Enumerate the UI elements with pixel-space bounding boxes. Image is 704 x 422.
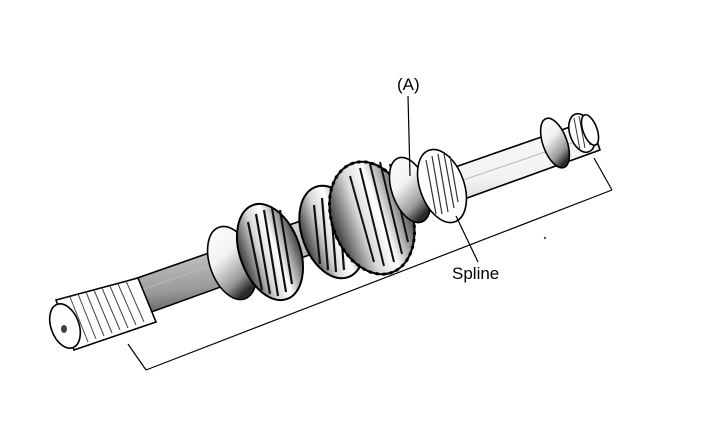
left-end-spline bbox=[48, 277, 158, 352]
left-helical-gear bbox=[236, 202, 304, 302]
leader-line-spline bbox=[455, 215, 479, 263]
spline-bracket bbox=[127, 157, 613, 371]
right-shaft-end-face bbox=[580, 113, 600, 147]
leader-line-a bbox=[407, 95, 411, 177]
speck bbox=[543, 236, 547, 240]
spline-label: Spline bbox=[452, 264, 500, 283]
right-spline bbox=[416, 148, 468, 224]
part-label-a: (A) bbox=[397, 75, 420, 94]
right-journal bbox=[539, 112, 600, 169]
